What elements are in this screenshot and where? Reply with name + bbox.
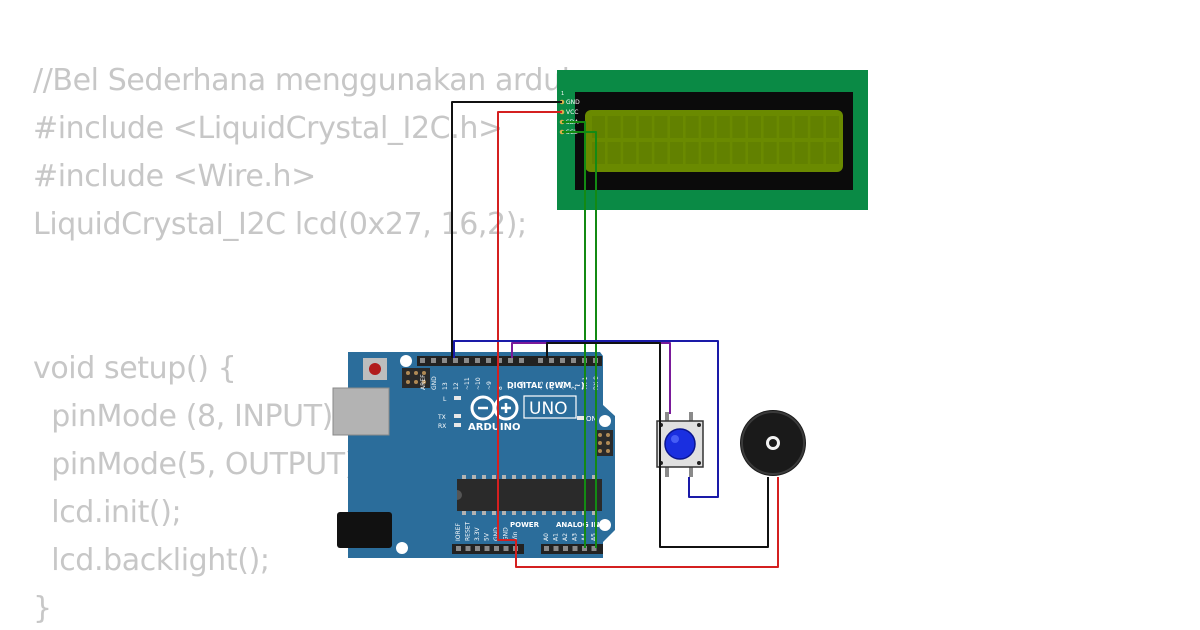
reset-button[interactable] [363, 358, 387, 380]
power-pin-label: GND [493, 527, 500, 541]
power-pin-label: IOREF [455, 523, 462, 541]
analog-pin-label: A0 [543, 533, 550, 541]
mounting-hole [400, 355, 412, 367]
analog-in-label: ANALOG IN [556, 521, 600, 529]
led-tx [454, 414, 461, 418]
analog-header [541, 544, 603, 554]
code-line-include-wire: #include <Wire.h> [33, 159, 316, 194]
mounting-hole [599, 415, 611, 427]
lcd-pin-vcc: VCC [566, 109, 578, 116]
led-rx-label: RX [438, 423, 446, 430]
analog-pin-label: A5 [591, 533, 598, 541]
code-line-lcd-init: lcd.init(); [33, 495, 182, 530]
usb-port [332, 387, 390, 436]
led-l [454, 396, 461, 400]
analog-pin-label: A3 [572, 533, 579, 541]
digital-pin-row [420, 358, 598, 363]
digital-pin-label: ~9 [486, 381, 493, 390]
wire-lcd-scl[interactable] [562, 131, 597, 548]
code-line-include-lcd: #include <LiquidCrystal_I2C.h> [33, 111, 503, 146]
code-line-setup: void setup() { [33, 351, 237, 386]
digital-pin-label: 8 [497, 386, 504, 390]
led-on-label: ON [586, 415, 597, 423]
digital-pin-label: ~11 [464, 377, 471, 390]
digital-pin-label: GND [431, 376, 438, 390]
digital-pin-label: 12 [453, 382, 460, 390]
lcd-char-grid [592, 116, 839, 164]
wire-lcd-gnd[interactable] [451, 101, 562, 358]
power-pin-label: RESET [465, 521, 472, 541]
wire-pin5-buzzer[interactable] [546, 342, 769, 548]
power-pin-label: 3.3V [474, 526, 481, 541]
wire-lcd-vcc[interactable] [497, 111, 779, 568]
arduino-logo [470, 395, 519, 421]
uno-text: UNO [529, 399, 568, 419]
led-l-label: L [443, 396, 447, 403]
buzzer[interactable] [740, 410, 806, 476]
code-line-lcd-decl: LiquidCrystal_I2C lcd(0x27, 16,2); [33, 207, 527, 242]
icsp-header-right [595, 430, 613, 456]
code-line-backlight: lcd.backlight(); [33, 543, 270, 578]
code-line-close-brace: } [33, 591, 52, 626]
wire-gnd-button[interactable] [453, 340, 719, 498]
digital-pin-label: 13 [442, 382, 449, 390]
digital-pin-label: 7 [508, 386, 515, 390]
analog-pin-label: A2 [562, 533, 569, 541]
digital-pin-label: ~3 [560, 381, 567, 390]
digital-pwm-label: DIGITAL (PWM ~) [507, 381, 585, 390]
digital-pin-label: 4 [549, 386, 556, 390]
atmega-chip [457, 475, 602, 515]
power-label: POWER [510, 521, 540, 529]
code-line-pinmode-5: pinMode(5, OUTPUT); [33, 447, 366, 482]
mounting-hole [396, 542, 408, 554]
lcd-module[interactable]: 1 GND VCC SDA SCL [557, 70, 868, 210]
power-pin-label: Vin [512, 531, 519, 541]
digital-pin-label: ~6 [519, 381, 526, 390]
icsp-header-top [402, 368, 430, 388]
arduino-brand-text: ARDUINO [468, 422, 520, 433]
wire-lcd-sda[interactable] [562, 121, 586, 548]
digital-pin-label: AREF [420, 374, 427, 390]
digital-pin-label: ~5 [538, 381, 545, 390]
uno-badge [523, 395, 577, 419]
led-tx-label: TX [437, 414, 446, 421]
led-on [577, 416, 584, 420]
analog-pin-label: A1 [553, 533, 560, 541]
lcd-pin-gnd: GND [566, 99, 580, 106]
pushbutton[interactable] [656, 412, 704, 477]
digital-pin-label: ~10 [475, 377, 482, 390]
power-jack [337, 512, 392, 548]
svg-text:1: 1 [561, 91, 564, 97]
power-pin-label: GND [503, 527, 510, 541]
mounting-hole [599, 519, 611, 531]
led-rx [454, 423, 461, 427]
digital-pin-label: 2 [571, 386, 578, 390]
wires [451, 101, 779, 568]
analog-pin-row [544, 546, 597, 551]
power-pin-label: 5V [484, 532, 491, 541]
